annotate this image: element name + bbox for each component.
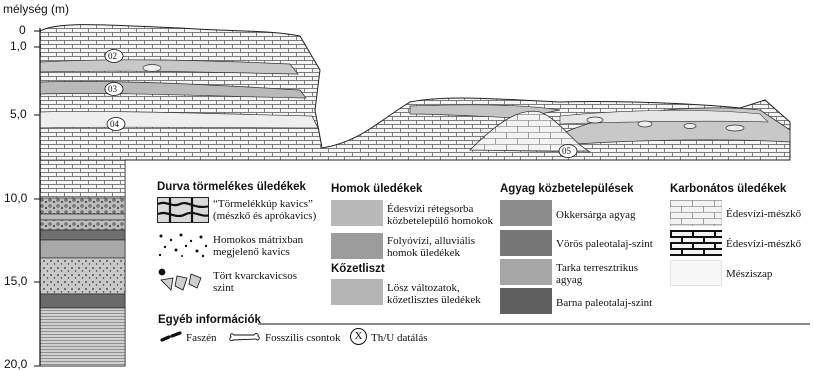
- legend-sand-1a: Édesvízi rétegsorba: [387, 203, 473, 215]
- legend-carbonate-3: Mésziszap: [726, 268, 772, 280]
- swatch-variegated-clay: [500, 259, 552, 285]
- col-layer-clay: [40, 240, 125, 258]
- swatch-freshwater-limestone-2: [670, 230, 722, 256]
- col-layer-darkbrown: [40, 294, 125, 308]
- col-layer-gravel-2: [40, 220, 125, 230]
- depth-tick-1: 1,0: [10, 39, 27, 53]
- depth-axis-title: mélység (m): [3, 2, 69, 16]
- legend-heading-other: Egyéb információk: [158, 314, 261, 326]
- legend-coarse-3b: szint: [213, 282, 234, 294]
- col-layer-gravel-1: [40, 198, 125, 214]
- legend-heading-clay: Agyag közbetelepülések: [500, 183, 634, 195]
- clast-right-c: [684, 124, 696, 129]
- swatch-broken-quartz: [157, 266, 209, 292]
- depth-tick-5: 5,0: [10, 107, 27, 121]
- swatch-fluvial-sand: [331, 233, 383, 259]
- legend-sand-2a: Folyóvízi, alluviális: [387, 235, 475, 247]
- sample-label-02: 02: [108, 50, 117, 62]
- swatch-freshwater-sand: [331, 200, 383, 226]
- clast-right-b: [638, 121, 652, 127]
- legend-coarse-1a: “Törmelékkúp kavics”: [213, 198, 313, 210]
- col-layer-dots: [40, 258, 125, 294]
- depth-axis-ticks: [34, 31, 40, 366]
- swatch-red-paleosol: [500, 230, 552, 256]
- clast-left: [143, 65, 161, 72]
- bone-icon: [228, 330, 262, 344]
- legend-heading-loess: Kőzetliszt: [331, 263, 385, 275]
- swatch-rubble-gravel: [157, 197, 209, 223]
- legend-other-dating: Th/U datálás: [371, 332, 428, 344]
- depth-tick-10: 10,0: [4, 191, 27, 205]
- legend-clay-4: Barna paleotalaj-szint: [556, 297, 652, 309]
- depth-tick-0: 0: [19, 23, 26, 37]
- legend-clay-3b: agyag: [556, 274, 582, 286]
- legend-loess-1b: kőzetlisztes üledékek: [387, 294, 481, 306]
- col-layer-limestone: [40, 160, 125, 198]
- swatch-freshwater-limestone-1: [670, 200, 722, 226]
- swatch-ochre-clay: [500, 200, 552, 226]
- col-layer-dark: [40, 230, 125, 240]
- legend-carbonate-1: Édesvízi-mészkő: [726, 208, 801, 220]
- section-body: [40, 25, 790, 366]
- swatch-sandy-gravel: [157, 232, 209, 258]
- charcoal-icon: [160, 331, 182, 343]
- col-layer-sand-1: [40, 214, 125, 220]
- legend-sand-2b: homok üledékek: [387, 247, 460, 259]
- thu-dating-icon: X: [350, 328, 367, 345]
- legend-coarse-1b: (mészkő és aprókavics): [213, 210, 316, 222]
- legend-other-charcoal: Faszén: [186, 332, 217, 344]
- swatch-lime-mud: [670, 260, 722, 286]
- legend-clay-2: Vörös paleotalaj-szint: [556, 238, 653, 250]
- swatch-brown-paleosol: [500, 288, 552, 314]
- sample-label-04: 04: [110, 118, 119, 130]
- legend-clay-1: Okkersárga agyag: [556, 209, 636, 221]
- legend-coarse-2b: megjelenő kavics: [213, 246, 290, 258]
- sample-label-03: 03: [108, 83, 117, 95]
- clast-right-a: [587, 117, 603, 123]
- col-layer-lines: [40, 308, 125, 366]
- legend-carbonate-2: Édesvízi-mészkő: [726, 238, 801, 250]
- legend-clay-3a: Tarka terresztrikus: [556, 262, 638, 274]
- legend-heading-carbonate: Karbonátos üledékek: [670, 183, 786, 195]
- sample-label-05: 05: [562, 145, 571, 157]
- legend-other-bones: Fosszilis csontok: [265, 332, 340, 344]
- legend-coarse-3a: Tört kvarckavicsos: [213, 270, 297, 282]
- legend-sand-1b: közbetelepülő homokok: [387, 215, 493, 227]
- clast-right-d: [726, 125, 744, 131]
- legend-heading-sand: Homok üledékek: [331, 183, 422, 195]
- depth-tick-15: 15,0: [4, 274, 27, 288]
- legend-loess-1a: Lösz változatok,: [387, 282, 460, 294]
- legend-heading-coarse: Durva törmelékes üledékek: [157, 181, 306, 193]
- legend-coarse-2a: Homokos mátrixban: [213, 234, 303, 246]
- swatch-loess: [331, 279, 383, 305]
